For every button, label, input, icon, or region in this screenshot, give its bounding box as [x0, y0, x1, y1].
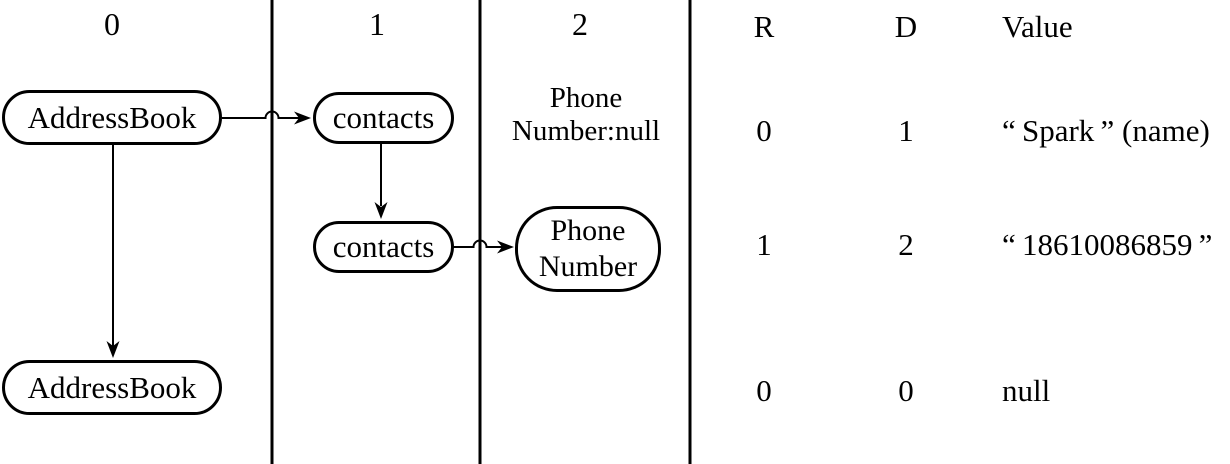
table-header-r: R	[753, 9, 775, 44]
node-contacts-bottom: contacts	[313, 221, 454, 273]
arrowhead-down-addressbook	[106, 341, 120, 358]
edge-addressbook-to-contacts	[222, 110, 299, 119]
table-row2-value: “ 18610086859 ”	[1002, 227, 1213, 262]
node-label: AddressBook	[27, 369, 197, 405]
node-addressbook-top: AddressBook	[2, 90, 222, 145]
annotation-line1: Phone	[549, 82, 623, 114]
table-row1-r: 0	[756, 113, 772, 148]
node-label-line1: Phone	[550, 214, 626, 247]
table-header-d: D	[894, 9, 918, 44]
column-header-1: 1	[369, 6, 385, 42]
table-row2-r: 1	[756, 227, 772, 262]
node-addressbook-bottom: AddressBook	[2, 360, 222, 415]
column-header-0: 0	[104, 6, 120, 42]
node-label: AddressBook	[27, 99, 197, 135]
node-contacts-top: contacts	[313, 92, 454, 144]
arrowhead-right-contacts	[294, 111, 311, 125]
table-row3-value: null	[1002, 373, 1051, 408]
node-label: contacts	[332, 100, 435, 135]
table-row3-r: 0	[756, 373, 772, 408]
annotation-line2: Number:null	[511, 115, 661, 147]
table-row3-d: 0	[898, 373, 914, 408]
table-header-value: Value	[1002, 9, 1073, 44]
table-row1-d: 1	[898, 113, 914, 148]
node-label-line2: Number	[538, 250, 638, 283]
table-row2-d: 2	[898, 227, 914, 262]
node-label: contacts	[332, 229, 435, 264]
table-row1-value: “ Spark ” (name)	[1002, 113, 1210, 148]
edge-contacts-to-phonenumber	[453, 239, 502, 248]
column-header-2: 2	[572, 6, 588, 42]
phone-number-null-annotation: Phone Number:null	[482, 82, 690, 148]
node-phone-number: Phone Number	[515, 206, 661, 292]
arrowhead-right-phonenumber	[497, 240, 514, 254]
arrowhead-down-contacts	[374, 202, 388, 219]
